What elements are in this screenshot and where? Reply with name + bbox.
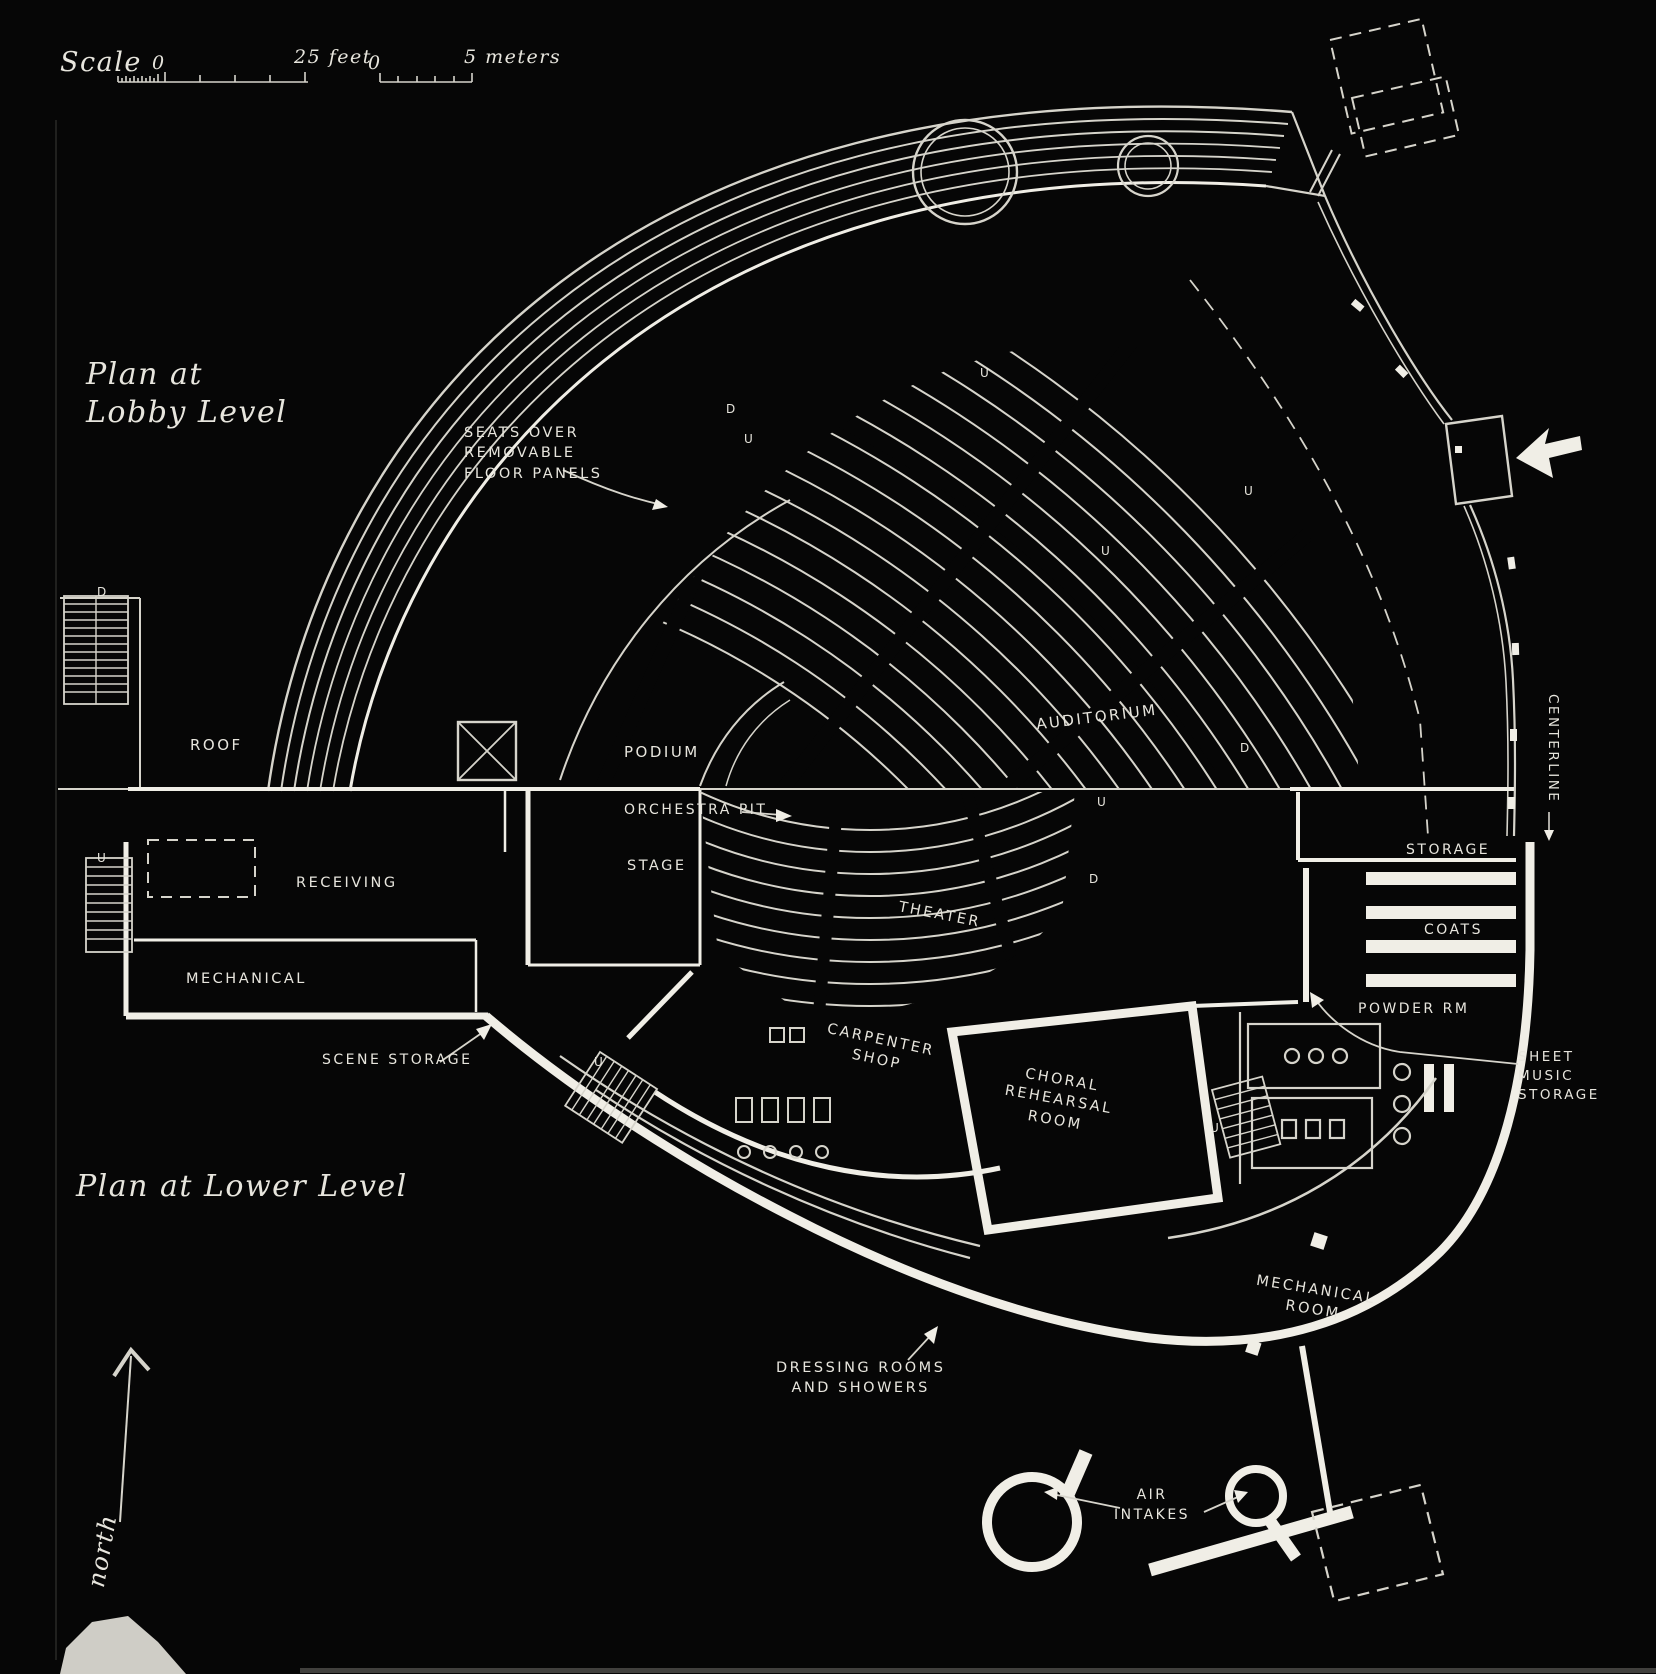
entrance-arrow-icon xyxy=(1516,428,1582,478)
dashed-structure-top-right xyxy=(1309,17,1461,197)
scene-storage-label: SCENE STORAGE xyxy=(322,1052,473,1068)
photo-artifacts xyxy=(54,119,1656,1674)
dressing-rooms-label: DRESSING ROOMS AND SHOWERS xyxy=(776,1360,946,1397)
stair-marker: U xyxy=(744,432,753,446)
stair-marker: U xyxy=(1101,544,1110,558)
podium-label: PODIUM xyxy=(624,743,700,761)
stair-marker: U xyxy=(97,851,106,865)
stair-marker: D xyxy=(726,402,736,416)
stair-marker: U xyxy=(594,1055,603,1069)
mechanical-label: MECHANICAL xyxy=(186,971,307,987)
right-edge-wall xyxy=(1189,195,1520,837)
stair-marker: U xyxy=(1210,1121,1219,1135)
roof-block xyxy=(60,597,141,790)
dashed-room-left xyxy=(147,839,256,898)
powder-room-label: POWDER RM xyxy=(1358,1001,1470,1017)
roof-label: ROOF xyxy=(190,736,243,754)
stair-marker: U xyxy=(1097,795,1106,809)
lower-plan-title: Plan at Lower Level xyxy=(76,1169,408,1204)
roof-circles xyxy=(911,118,1180,226)
receiving-label: RECEIVING xyxy=(296,875,398,891)
coat-racks xyxy=(1366,872,1516,987)
orchestra-pit-label: ORCHESTRA PIT xyxy=(624,802,768,818)
sheet-music-storage-label: SHEET MUSIC STORAGE xyxy=(1518,1049,1600,1103)
elevator-shaft xyxy=(456,720,518,782)
leader-lines xyxy=(439,469,1519,1513)
storage-label: STORAGE xyxy=(1406,842,1491,858)
north-arrow-icon xyxy=(112,1346,151,1523)
centerline-arrow-icon xyxy=(1544,812,1554,841)
stair-marker: D xyxy=(97,585,107,599)
scale-meters-max: 5 meters xyxy=(464,46,562,68)
lobby-plan-title: Plan at Lobby Level xyxy=(86,357,288,430)
scale-bar-ticks xyxy=(117,72,473,83)
podium-edges xyxy=(559,499,791,787)
roof-arcs xyxy=(266,105,1327,792)
stair-marker: U xyxy=(1244,484,1253,498)
dressing-corridor xyxy=(559,1027,981,1260)
column-markers xyxy=(1245,1232,1328,1356)
air-intakes-label: AIR INTAKES xyxy=(1114,1487,1191,1523)
stair-marker: D xyxy=(1089,872,1099,886)
coats-label: COATS xyxy=(1424,922,1483,938)
dashed-structure-bottom-right xyxy=(1310,1483,1445,1603)
stair-marker: D xyxy=(1240,741,1250,755)
scale-meters-zero: 0 xyxy=(368,52,382,74)
scale-label: Scale xyxy=(60,47,142,78)
scale-feet-max: 25 feet xyxy=(294,46,372,68)
mechanical-room-wall xyxy=(1167,1077,1438,1240)
lower-level-walls xyxy=(123,790,1535,1513)
stage-label: STAGE xyxy=(627,858,687,874)
centerline-label: CENTERLINE xyxy=(1545,694,1561,804)
scale-feet-zero: 0 xyxy=(152,52,166,74)
auditorium-seating xyxy=(545,343,1360,788)
stair-marker: U xyxy=(980,366,989,380)
stairs xyxy=(63,595,1282,1159)
air-intake-shafts xyxy=(982,1449,1354,1577)
seats-note-label: SEATS OVER REMOVABLE FLOOR PANELS xyxy=(464,425,603,482)
theater-seating xyxy=(700,792,1075,1014)
